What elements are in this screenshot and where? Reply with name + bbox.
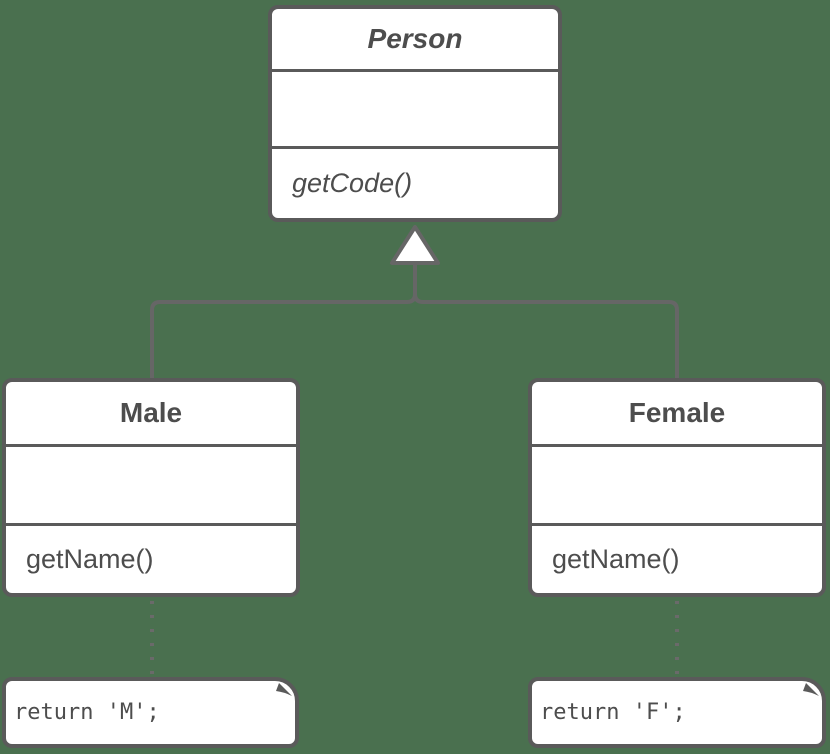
note-male[interactable]: return 'M'; — [2, 677, 299, 748]
method-label: getCode() — [292, 168, 413, 198]
class-title: Female — [532, 382, 822, 447]
class-box-male[interactable]: Male getName() — [2, 378, 300, 597]
note-text: return 'M'; — [14, 700, 160, 725]
generalization-edge-female[interactable] — [413, 263, 679, 378]
class-box-person[interactable]: Person getCode() — [268, 5, 562, 222]
class-methods-section: getName() — [532, 526, 822, 593]
folded-corner-icon — [276, 683, 292, 696]
class-attributes-section — [6, 447, 296, 526]
note-text: return 'F'; — [540, 700, 686, 725]
method-label: getName() — [26, 544, 154, 574]
class-attributes-section — [532, 447, 822, 526]
inheritance-triangle-icon[interactable] — [390, 225, 440, 265]
note-female[interactable]: return 'F'; — [528, 677, 826, 748]
method-label: getName() — [552, 544, 680, 574]
class-methods-section: getCode() — [272, 149, 558, 218]
generalization-edge-male[interactable] — [150, 263, 417, 378]
class-title: Male — [6, 382, 296, 447]
class-attributes-section — [272, 72, 558, 149]
class-methods-section: getName() — [6, 526, 296, 593]
class-box-female[interactable]: Female getName() — [528, 378, 826, 597]
folded-corner-icon — [803, 683, 819, 696]
class-title: Person — [272, 9, 558, 72]
